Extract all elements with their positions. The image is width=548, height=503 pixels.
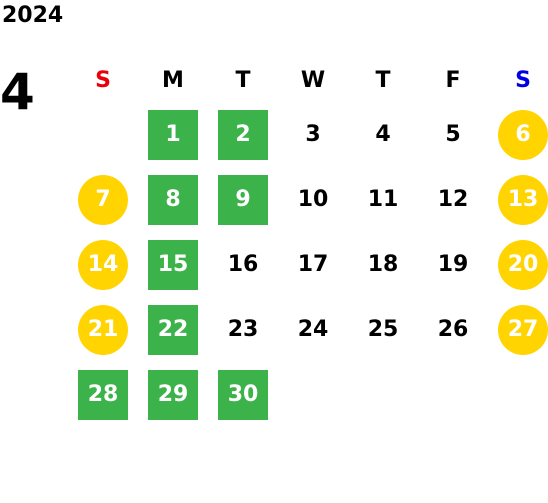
day-number: 22 — [148, 304, 198, 355]
day-cell — [418, 362, 488, 427]
day-number: 7 — [78, 174, 128, 225]
day-cell[interactable]: 26 — [418, 297, 488, 362]
day-number: 1 — [148, 109, 198, 160]
empty-day — [288, 370, 338, 420]
weekday-tuesday: T — [235, 68, 251, 93]
day-number: 24 — [297, 316, 329, 342]
day-number: 2 — [218, 109, 268, 160]
calendar-week-row: 7 8 9 10 11 12 13 — [68, 167, 548, 232]
calendar-month: 4 — [0, 63, 35, 121]
day-cell[interactable]: 22 — [138, 297, 208, 362]
day-number: 19 — [437, 251, 469, 277]
weekday-friday: F — [445, 68, 461, 93]
day-number: 20 — [498, 239, 548, 290]
day-number: 25 — [367, 316, 399, 342]
day-number: 30 — [218, 369, 268, 420]
day-cell[interactable]: 29 — [138, 362, 208, 427]
day-cell[interactable]: 25 — [348, 297, 418, 362]
day-cell[interactable]: 10 — [278, 167, 348, 232]
day-cell[interactable]: 9 — [208, 167, 278, 232]
day-cell — [348, 362, 418, 427]
day-cell[interactable]: 6 — [488, 102, 548, 167]
day-number: 18 — [367, 251, 399, 277]
day-number: 17 — [297, 251, 329, 277]
empty-day — [78, 110, 128, 160]
day-cell[interactable]: 2 — [208, 102, 278, 167]
empty-day — [358, 370, 408, 420]
day-cell[interactable]: 27 — [488, 297, 548, 362]
day-cell[interactable]: 23 — [208, 297, 278, 362]
day-cell[interactable]: 14 — [68, 232, 138, 297]
weekday-saturday: S — [515, 68, 531, 93]
day-cell[interactable]: 18 — [348, 232, 418, 297]
calendar-week-row: 1 2 3 4 5 6 — [68, 102, 548, 167]
day-cell[interactable]: 16 — [208, 232, 278, 297]
day-number: 6 — [498, 109, 548, 160]
day-number: 27 — [498, 304, 548, 355]
day-number: 26 — [437, 316, 469, 342]
day-cell[interactable]: 28 — [68, 362, 138, 427]
day-number: 23 — [227, 316, 259, 342]
day-cell[interactable]: 15 — [138, 232, 208, 297]
day-number: 14 — [78, 239, 128, 290]
day-cell[interactable]: 3 — [278, 102, 348, 167]
day-cell[interactable]: 17 — [278, 232, 348, 297]
day-number: 3 — [305, 121, 321, 147]
day-cell[interactable]: 21 — [68, 297, 138, 362]
calendar-week-row: 21 22 23 24 25 26 27 — [68, 297, 548, 362]
day-cell[interactable]: 20 — [488, 232, 548, 297]
weekday-wednesday: W — [300, 68, 326, 93]
day-number: 11 — [367, 186, 399, 212]
day-number: 16 — [227, 251, 259, 277]
day-cell[interactable]: 8 — [138, 167, 208, 232]
day-number: 9 — [218, 174, 268, 225]
day-cell[interactable]: 13 — [488, 167, 548, 232]
empty-day — [428, 370, 478, 420]
day-cell[interactable]: 11 — [348, 167, 418, 232]
day-cell — [278, 362, 348, 427]
day-cell[interactable]: 30 — [208, 362, 278, 427]
calendar-week-row: 28 29 30 — [68, 362, 548, 427]
empty-day — [498, 370, 548, 420]
day-number: 13 — [498, 174, 548, 225]
day-number: 5 — [445, 121, 461, 147]
day-number: 29 — [148, 369, 198, 420]
calendar-year: 2024 — [2, 3, 64, 28]
weekday-thursday: T — [375, 68, 391, 93]
day-number: 4 — [375, 121, 391, 147]
day-cell[interactable]: 7 — [68, 167, 138, 232]
day-cell[interactable]: 1 — [138, 102, 208, 167]
calendar-week-row: 14 15 16 17 18 19 20 — [68, 232, 548, 297]
day-cell[interactable]: 12 — [418, 167, 488, 232]
weekday-monday: M — [162, 68, 184, 93]
weekday-sunday: S — [95, 68, 111, 93]
calendar-grid: S M T W T F S 1 2 3 4 5 6 7 8 9 10 11 12… — [68, 60, 548, 427]
day-cell[interactable]: 4 — [348, 102, 418, 167]
day-cell — [488, 362, 548, 427]
day-number: 8 — [148, 174, 198, 225]
day-number: 10 — [297, 186, 329, 212]
day-number: 12 — [437, 186, 469, 212]
day-cell — [68, 102, 138, 167]
day-cell[interactable]: 19 — [418, 232, 488, 297]
day-number: 28 — [78, 369, 128, 420]
day-number: 21 — [78, 304, 128, 355]
day-number: 15 — [148, 239, 198, 290]
day-cell[interactable]: 5 — [418, 102, 488, 167]
weekday-header-row: S M T W T F S — [68, 60, 548, 102]
day-cell[interactable]: 24 — [278, 297, 348, 362]
